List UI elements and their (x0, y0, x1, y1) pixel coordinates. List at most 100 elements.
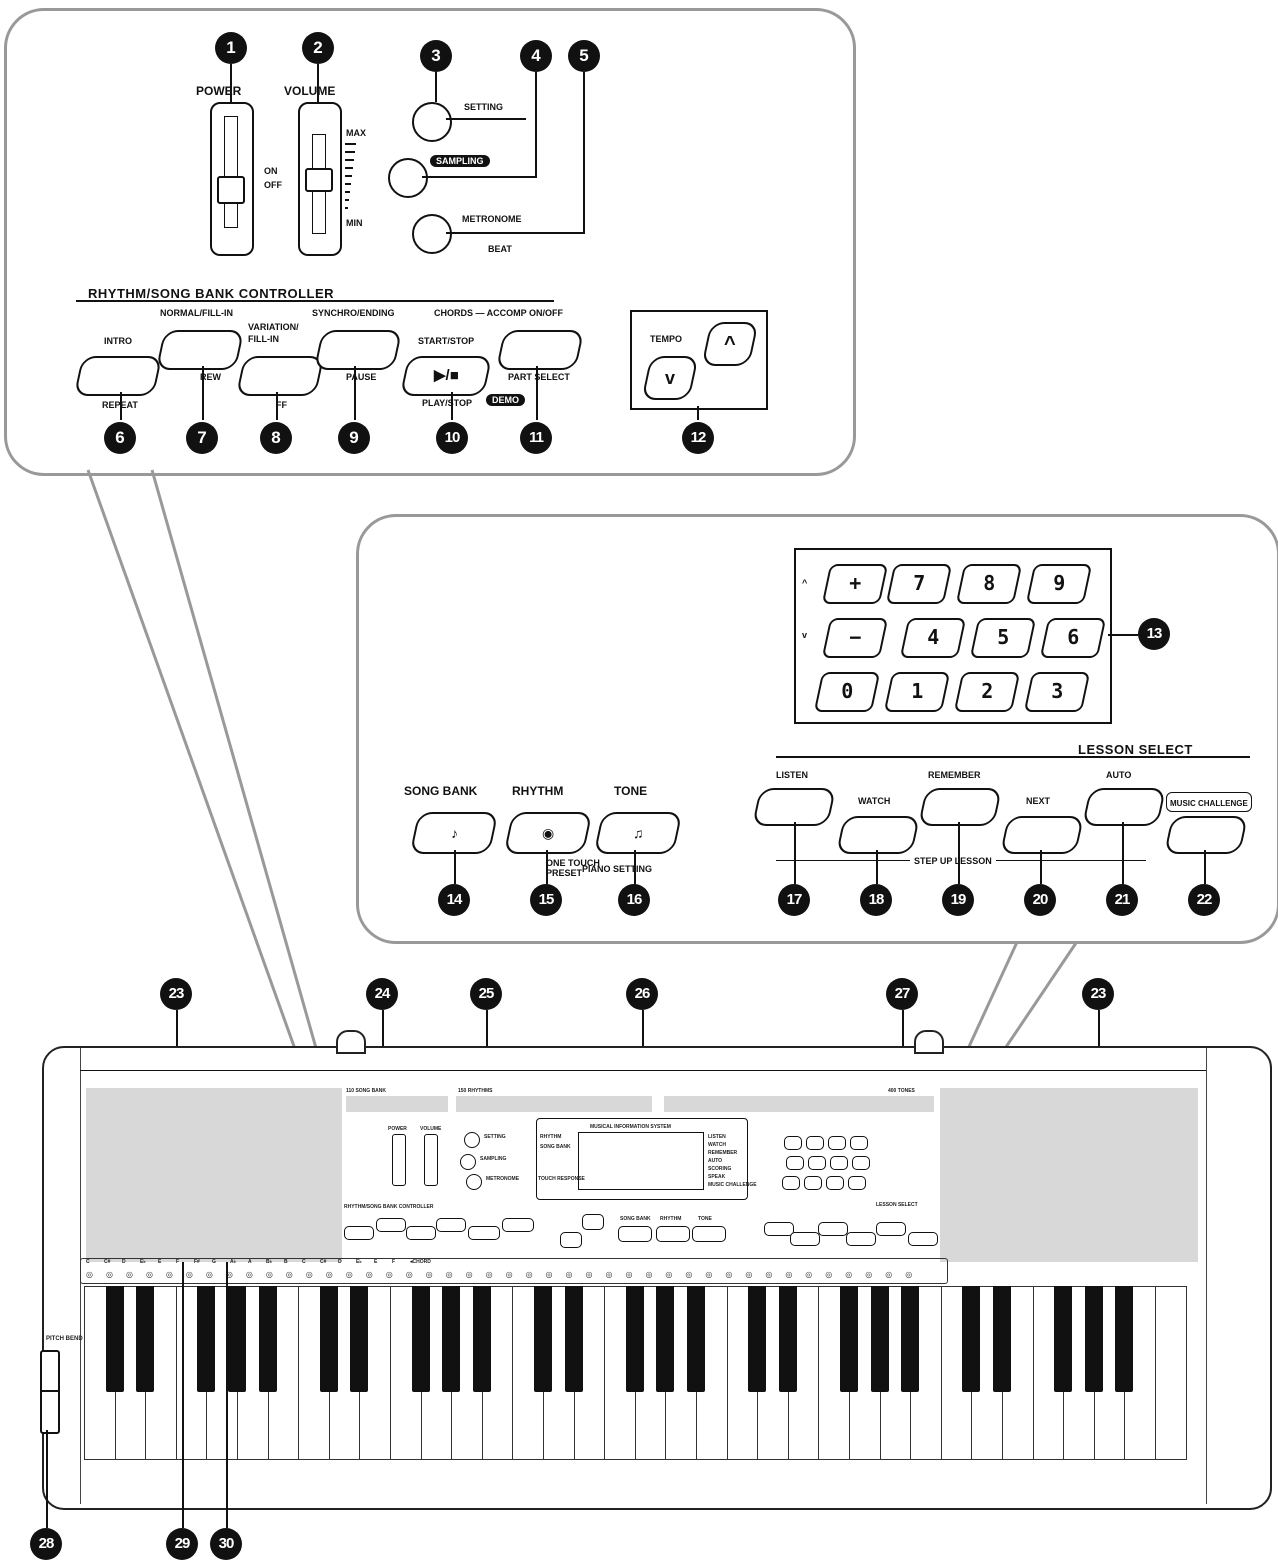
beat-label: BEAT (488, 244, 512, 254)
synchro-ending-button[interactable] (313, 330, 403, 370)
speaker-right (940, 1088, 1198, 1262)
black-key[interactable] (656, 1286, 675, 1392)
music-challenge-label: MUSIC CHALLENGE (1170, 799, 1248, 808)
key-plus[interactable]: + (821, 564, 889, 604)
callout-25: 25 (470, 978, 502, 1010)
power-switch[interactable] (210, 102, 254, 256)
mini-setting-button (464, 1132, 480, 1148)
next-button[interactable] (999, 816, 1085, 854)
mini-key-4 (808, 1156, 826, 1170)
variation-fill-button[interactable] (235, 356, 325, 396)
callout-23-left-line (176, 1010, 178, 1070)
part-select-label: PART SELECT (508, 372, 570, 382)
black-key[interactable] (625, 1286, 644, 1392)
chevron-down-icon: v (664, 368, 675, 388)
callout-21: 21 (1106, 884, 1138, 916)
callout-23-left: 23 (160, 978, 192, 1010)
mini-watch-button (790, 1232, 820, 1246)
controller-header: RHYTHM/SONG BANK CONTROLLER (88, 286, 335, 301)
variation-label-2: FILL-IN (248, 334, 279, 344)
black-key[interactable] (319, 1286, 338, 1392)
black-key[interactable] (870, 1286, 889, 1392)
black-key[interactable] (442, 1286, 461, 1392)
listen-button[interactable] (751, 788, 837, 826)
black-key[interactable] (136, 1286, 155, 1392)
callout-4: 4 (520, 40, 552, 72)
intro-label: INTRO (104, 336, 132, 346)
power-label: POWER (196, 84, 242, 98)
key-8[interactable]: 8 (955, 564, 1023, 604)
key-9[interactable]: 9 (1025, 564, 1093, 604)
callout-9-line (354, 366, 356, 420)
key-4[interactable]: 4 (899, 618, 967, 658)
chord-note-label: B (284, 1259, 288, 1265)
black-key[interactable] (1115, 1286, 1134, 1392)
remember-button[interactable] (917, 788, 1003, 826)
black-key[interactable] (258, 1286, 277, 1392)
auto-button[interactable] (1081, 788, 1167, 826)
auto-label: AUTO (1106, 770, 1132, 780)
key-1[interactable]: 1 (883, 672, 951, 712)
black-key[interactable] (1054, 1286, 1073, 1392)
watch-label: WATCH (858, 796, 891, 806)
pitch-bend-wheel[interactable] (40, 1350, 60, 1434)
chord-strip (80, 1258, 948, 1284)
accomp-button[interactable] (495, 330, 585, 370)
callout-18: 18 (860, 884, 892, 916)
rhythm-button[interactable]: ◉ (503, 812, 593, 854)
play-stop-icon: ▶/■ (433, 367, 459, 384)
callout-14-line (454, 850, 456, 884)
key-5[interactable]: 5 (969, 618, 1037, 658)
normal-fill-button[interactable] (155, 330, 245, 370)
song-bank-button[interactable]: ♪ (409, 812, 499, 854)
setting-button[interactable] (412, 102, 452, 142)
volume-slider[interactable] (298, 102, 342, 256)
black-key[interactable] (411, 1286, 430, 1392)
black-key[interactable] (534, 1286, 552, 1392)
callout-15: 15 (530, 884, 562, 916)
black-key[interactable] (1084, 1286, 1103, 1392)
chord-note-label: C (302, 1259, 306, 1265)
black-key[interactable] (962, 1286, 981, 1392)
black-key[interactable] (840, 1286, 858, 1392)
callout-18-line (876, 850, 878, 884)
start-stop-button[interactable]: ▶/■ (399, 356, 493, 396)
key-3[interactable]: 3 (1023, 672, 1091, 712)
sampling-button[interactable] (388, 158, 428, 198)
key-6[interactable]: 6 (1039, 618, 1107, 658)
key-2[interactable]: 2 (953, 672, 1021, 712)
black-key[interactable] (993, 1286, 1011, 1392)
black-key[interactable] (197, 1286, 216, 1392)
lcd-listen-label: LISTEN (708, 1134, 726, 1140)
black-key[interactable] (105, 1286, 124, 1392)
black-key[interactable] (901, 1286, 920, 1392)
intro-button[interactable] (73, 356, 163, 396)
pitch-bend-center (42, 1390, 58, 1392)
tone-button[interactable]: ♫ (593, 812, 683, 854)
key-minus[interactable]: − (821, 618, 889, 658)
tones-count: 400 TONES (888, 1088, 915, 1094)
mini-next-button (846, 1232, 876, 1246)
callout-11: 11 (520, 422, 552, 454)
lcd-watch-label: WATCH (708, 1142, 726, 1148)
key-0[interactable]: 0 (813, 672, 881, 712)
black-key[interactable] (687, 1286, 705, 1392)
key-7[interactable]: 7 (885, 564, 953, 604)
callout-9: 9 (338, 422, 370, 454)
setting-label: SETTING (464, 102, 504, 112)
song-bank-icon: ♪ (450, 825, 458, 841)
black-key[interactable] (228, 1286, 246, 1392)
callout-10: 10 (436, 422, 468, 454)
watch-button[interactable] (835, 816, 921, 854)
metronome-button[interactable] (412, 214, 452, 254)
black-key[interactable] (748, 1286, 767, 1392)
lcd-frame (536, 1118, 748, 1200)
white-key[interactable] (1155, 1286, 1187, 1460)
black-key[interactable] (778, 1286, 797, 1392)
tone-list-strip (664, 1096, 934, 1112)
black-key[interactable] (564, 1286, 583, 1392)
black-key[interactable] (350, 1286, 369, 1392)
music-challenge-button[interactable] (1163, 816, 1249, 854)
volume-scale-icon (345, 143, 356, 209)
black-key[interactable] (472, 1286, 491, 1392)
